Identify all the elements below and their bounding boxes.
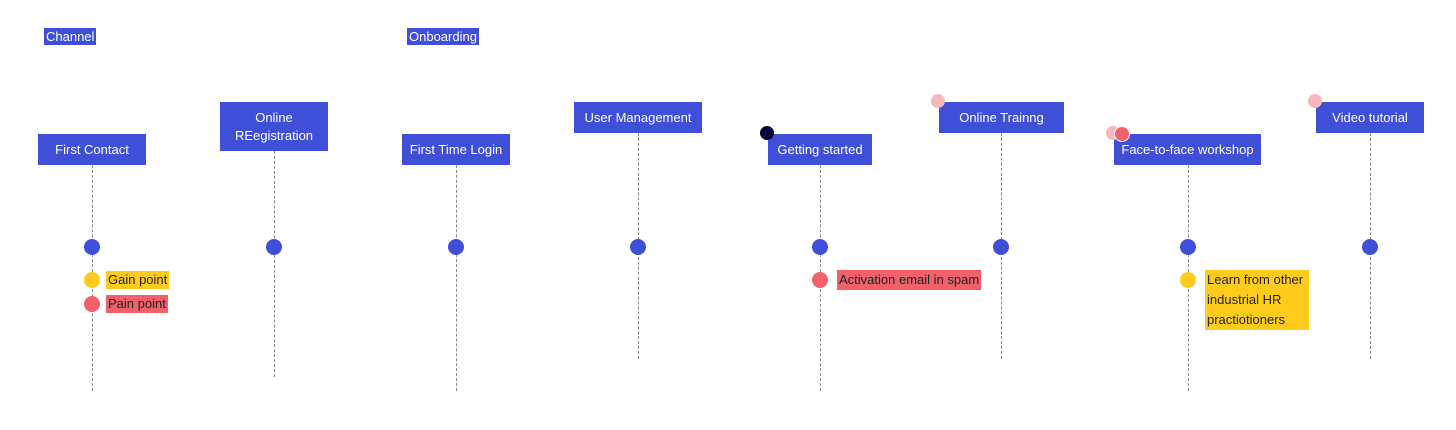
timeline-dot xyxy=(812,239,828,255)
gain-point-icon xyxy=(1180,272,1196,288)
timeline-dot xyxy=(1180,239,1196,255)
step-getting-started[interactable]: Getting started xyxy=(768,134,872,165)
timeline-online-registration xyxy=(274,151,275,377)
collaborator-cursor-icon xyxy=(1114,126,1130,142)
note-activation-email: Activation email in spam xyxy=(837,270,982,290)
gain-point-label: Gain point xyxy=(106,271,170,289)
timeline-dot xyxy=(630,239,646,255)
collaborator-cursor-icon xyxy=(760,126,774,140)
channel-tag: Channel xyxy=(44,28,97,45)
onboarding-tag: Onboarding xyxy=(407,28,479,45)
step-face-to-face-workshop[interactable]: Face-to-face workshop xyxy=(1114,134,1261,165)
collaborator-cursor-icon xyxy=(931,94,945,108)
step-user-management[interactable]: User Management xyxy=(574,102,702,133)
pain-point-icon xyxy=(84,296,100,312)
step-first-contact[interactable]: First Contact xyxy=(38,134,146,165)
timeline-dot xyxy=(266,239,282,255)
collaborator-cursor-icon xyxy=(1308,94,1322,108)
step-video-tutorial[interactable]: Video tutorial xyxy=(1316,102,1424,133)
gain-point-icon xyxy=(84,272,100,288)
timeline-dot xyxy=(448,239,464,255)
note-learn-from-others: Learn from other industrial HR practioti… xyxy=(1205,270,1309,330)
step-first-time-login[interactable]: First Time Login xyxy=(402,134,510,165)
timeline-dot xyxy=(993,239,1009,255)
pain-point-label: Pain point xyxy=(106,295,168,313)
step-online-registration[interactable]: Online REegistration xyxy=(220,102,328,151)
step-online-training[interactable]: Online Trainng xyxy=(939,102,1064,133)
timeline-first-time-login xyxy=(456,165,457,391)
timeline-dot xyxy=(84,239,100,255)
pain-point-icon xyxy=(812,272,828,288)
timeline-dot xyxy=(1362,239,1378,255)
